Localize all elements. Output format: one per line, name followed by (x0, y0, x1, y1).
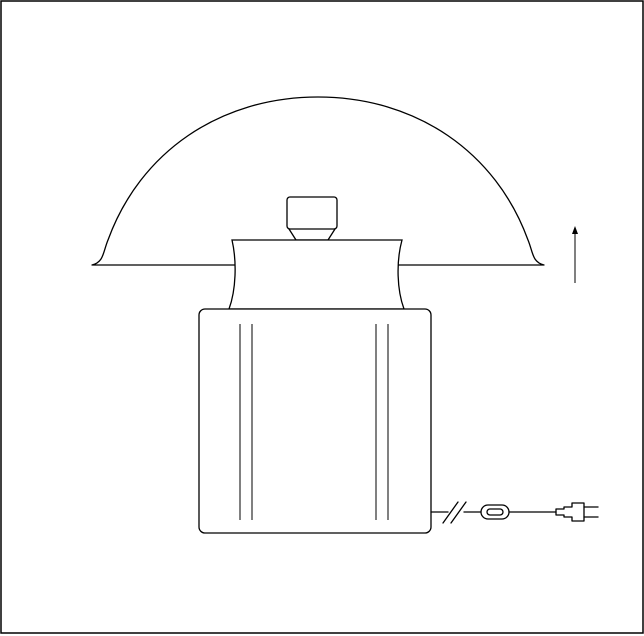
lamp-shade (91, 96, 545, 266)
cord-break-marks-icon (442, 501, 467, 524)
lamp-cap (286, 196, 338, 241)
power-plug-icon (555, 502, 599, 522)
inline-switch-icon (480, 504, 510, 520)
height-arrow-icon (572, 226, 578, 283)
lamp-neck (228, 239, 405, 310)
lamp-base (198, 308, 432, 534)
